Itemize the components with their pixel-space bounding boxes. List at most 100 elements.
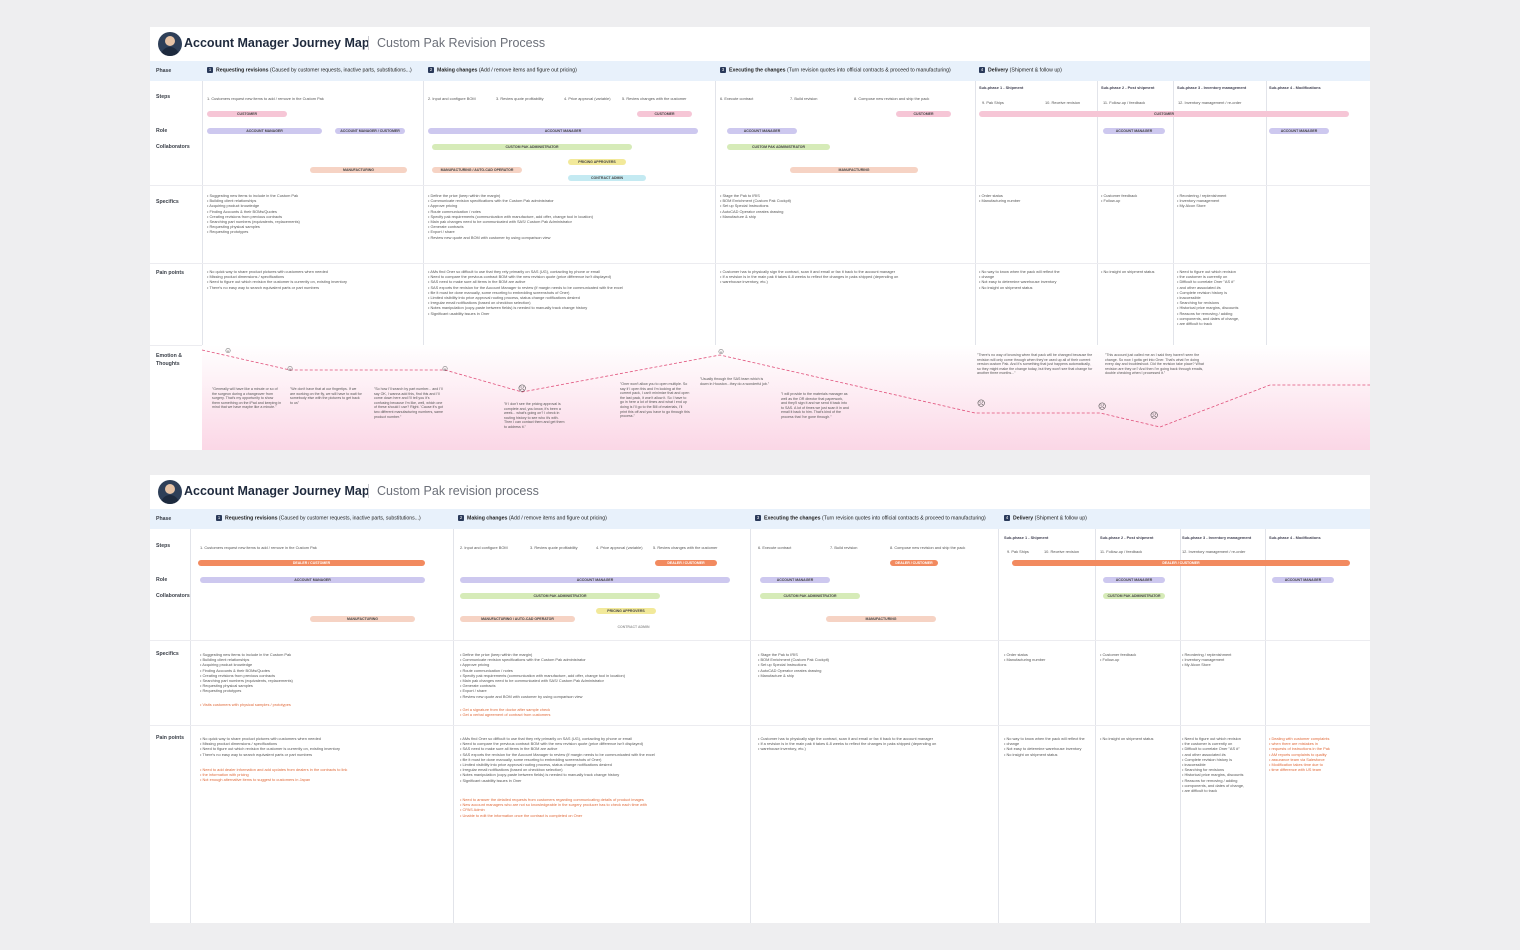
pain-points-label: Pain points [156,735,184,741]
collab-pricing-approvers: PRICING APPROVERS [596,608,656,614]
bullet-item: • CPAS Admin [460,807,485,813]
bullet-item: • inaccessible [1177,295,1201,301]
bullet-item: • Main pak changes need to be communicat… [460,678,604,684]
bullet-item: • AutoCAD Operator creates drawing [758,667,822,673]
bullet-item: • Not enough alternative items to sugges… [200,777,311,783]
bullet-item: • and other associated #s [1182,751,1226,757]
step-7: 7. Build revision [830,545,858,550]
step-7: 7. Build revision [790,96,818,101]
pains-subphase-1: • No way to know when the pack will refl… [979,269,1060,290]
phase-label: Phase [156,68,172,74]
bullet-item: • change [979,274,995,280]
bullet-item: • AMs find Oner so difficult to use that… [460,736,632,741]
bullet-item: • Specify pak requirements (communicatio… [428,213,593,219]
thoughts-label: Thoughts [156,361,180,367]
quote: "Generally will have like a minute or so… [212,387,282,410]
quote: "I will provide to the materials manager… [781,392,849,419]
collab-manufacturing-2: MANUFACTURING [826,616,936,622]
bullet-item: • If a revision is in the main pak it ta… [720,274,899,280]
bullet-item: • SAS exports the revision for the Accou… [460,751,655,757]
steps-label: Steps [156,543,171,549]
emotion-label: Emotion & [156,353,182,359]
bullet-item: • BOM Enrichment (Custom Pak Cockpit) [720,198,791,204]
bullet-item: • Finding Accounts & their BOMs/Quotes [200,667,270,673]
page-title: Account Manager Journey Map [184,36,370,50]
pains-phase-2-extra: • Need to answer the detailed requests f… [460,797,647,818]
specifics-subphase-1: • Order status• Manufacturing number [1004,652,1045,662]
step-9: 9. Pak Ships [982,100,1004,105]
role-account-manager-5: ACCOUNT MANAGER [1269,128,1329,134]
journey-map-board-1: Account Manager Journey Map Custom Pak R… [150,27,1370,450]
bullet-item: • the customer is currently on [1182,741,1233,747]
pains-phase-3: • Customer has to physically sign the co… [758,736,936,752]
bullet-item: • Get a signature from the doctor after … [460,707,551,712]
bullet-item: • Customer feedback [1101,193,1138,198]
quote: "So how I'll search by part number... an… [374,387,444,419]
bullet-item: • No quick way to share product pictures… [200,736,321,741]
step-5: 5. Review changes with the customer [622,96,687,101]
bullet-item: • Set up Special Instructions [720,203,769,209]
collab-pricing-approvers: PRICING APPROVERS [568,159,626,165]
bullet-item: • Notes manipulation (copy-paste between… [460,772,620,778]
quote: "We don't have that at our fingertips. I… [290,387,362,405]
bullet-item: • Stage the Pak to IRIS [720,193,760,198]
bullet-item: • Communicate revision specifications wi… [460,657,586,663]
bullet-item: • when there are mistakes in [1269,741,1318,747]
collab-manufacturing: MANUFACTURING [310,616,415,622]
step-5: 5. Review changes with the customer [653,545,718,550]
step-9: 9. Pak Ships [1007,549,1029,554]
bullet-item: • Customer feedback [1100,652,1137,657]
bullet-item: • Historical price margins, discounts [1182,772,1244,778]
bullet-item: • the customer is currently on [1177,274,1228,280]
specifics-phase-3: • Stage the Pak to IRIS• BOM Enrichment … [720,193,791,219]
sad-face-icon: ☹ [977,399,986,408]
bullet-item: • Need to figure out which revision the … [200,746,340,752]
bullet-item: • Get a verbal agreement of contract fro… [460,712,551,718]
step-1: 1. Customers request new items to add / … [207,96,324,101]
bullet-item: • Requesting prototypes [207,229,249,235]
quote: "Oner won't allow you to open multiple. … [620,382,690,419]
bullet-item: • No insight on shipment status [1101,269,1155,274]
role-dealer-customer-4: DEALER / CUSTOMER [1012,560,1350,566]
bullet-item: • Follow-up [1100,657,1120,663]
specifics-label: Specifics [156,651,179,657]
collab-custom-pak-admin-2: CUSTOM PAK ADMINISTRATOR [727,144,830,150]
bullet-item: • Review new quote and BOM with customer… [428,234,551,240]
bullet-item: • Building client relationships [200,657,250,663]
bullet-item: • Export / share [428,229,455,235]
sad-face-icon: ☹ [518,384,527,393]
subphase-3: Sub-phase 3 - Inventory management [1177,85,1247,90]
collab-contract-admin: CONTRACT ADMIN [617,625,650,629]
bullet-item: • file it must be done manually, some re… [428,289,570,295]
bullet-item: • SAS need to make sure all items in the… [428,279,526,285]
bullet-item: • assurance team via Salesforce [1269,756,1325,762]
specifics-subphase-1: • Order status• Manufacturing number [979,193,1020,203]
bullet-item: • There's no easy way to search equivale… [200,751,313,757]
step-1: 1. Customers request new items to add / … [200,545,317,550]
bullet-item: • Limited visibility into price approval… [428,295,580,301]
step-12: 12. Inventory management / re-order [1182,549,1246,554]
bullet-item: • Reasons for removing / adding [1182,777,1238,783]
step-3: 3. Review quote profitability [530,545,578,550]
step-11: 11. Follow-up / feedback [1100,549,1143,554]
bullet-item: • Not easy to determine warehouse invent… [1004,746,1082,752]
bullet-item: • Acquiring product knowledge [200,662,253,668]
bullet-item: • Approve pricing [460,662,490,668]
bullet-item: • Customer has to physically sign the co… [758,736,934,741]
role-account-manager-4: ACCOUNT MANAGER [1103,128,1165,134]
pains-phase-2: • AMs find Oner so difficult to use that… [428,269,623,316]
bullet-item: • No quick way to share product pictures… [207,269,328,274]
bullet-item: • No way to know when the pack will refl… [979,269,1060,274]
bullet-item: • Visits customers with physical samples… [200,702,291,707]
bullet-item: • Irregular email notifications (based o… [460,767,563,773]
role-am-customer: ACCOUNT MANAGER / CUSTOMER [335,128,405,134]
specifics-subphase-3: • Reordering / replenishment• Inventory … [1182,652,1231,668]
bullet-item: • Finding Accounts & their BOMs/Quotes [207,208,277,214]
bullet-item: • Manufacture & ship [720,213,756,219]
neutral-face-icon: ☺ [224,346,233,355]
bullet-item: • Complete revision history is [1182,756,1233,762]
